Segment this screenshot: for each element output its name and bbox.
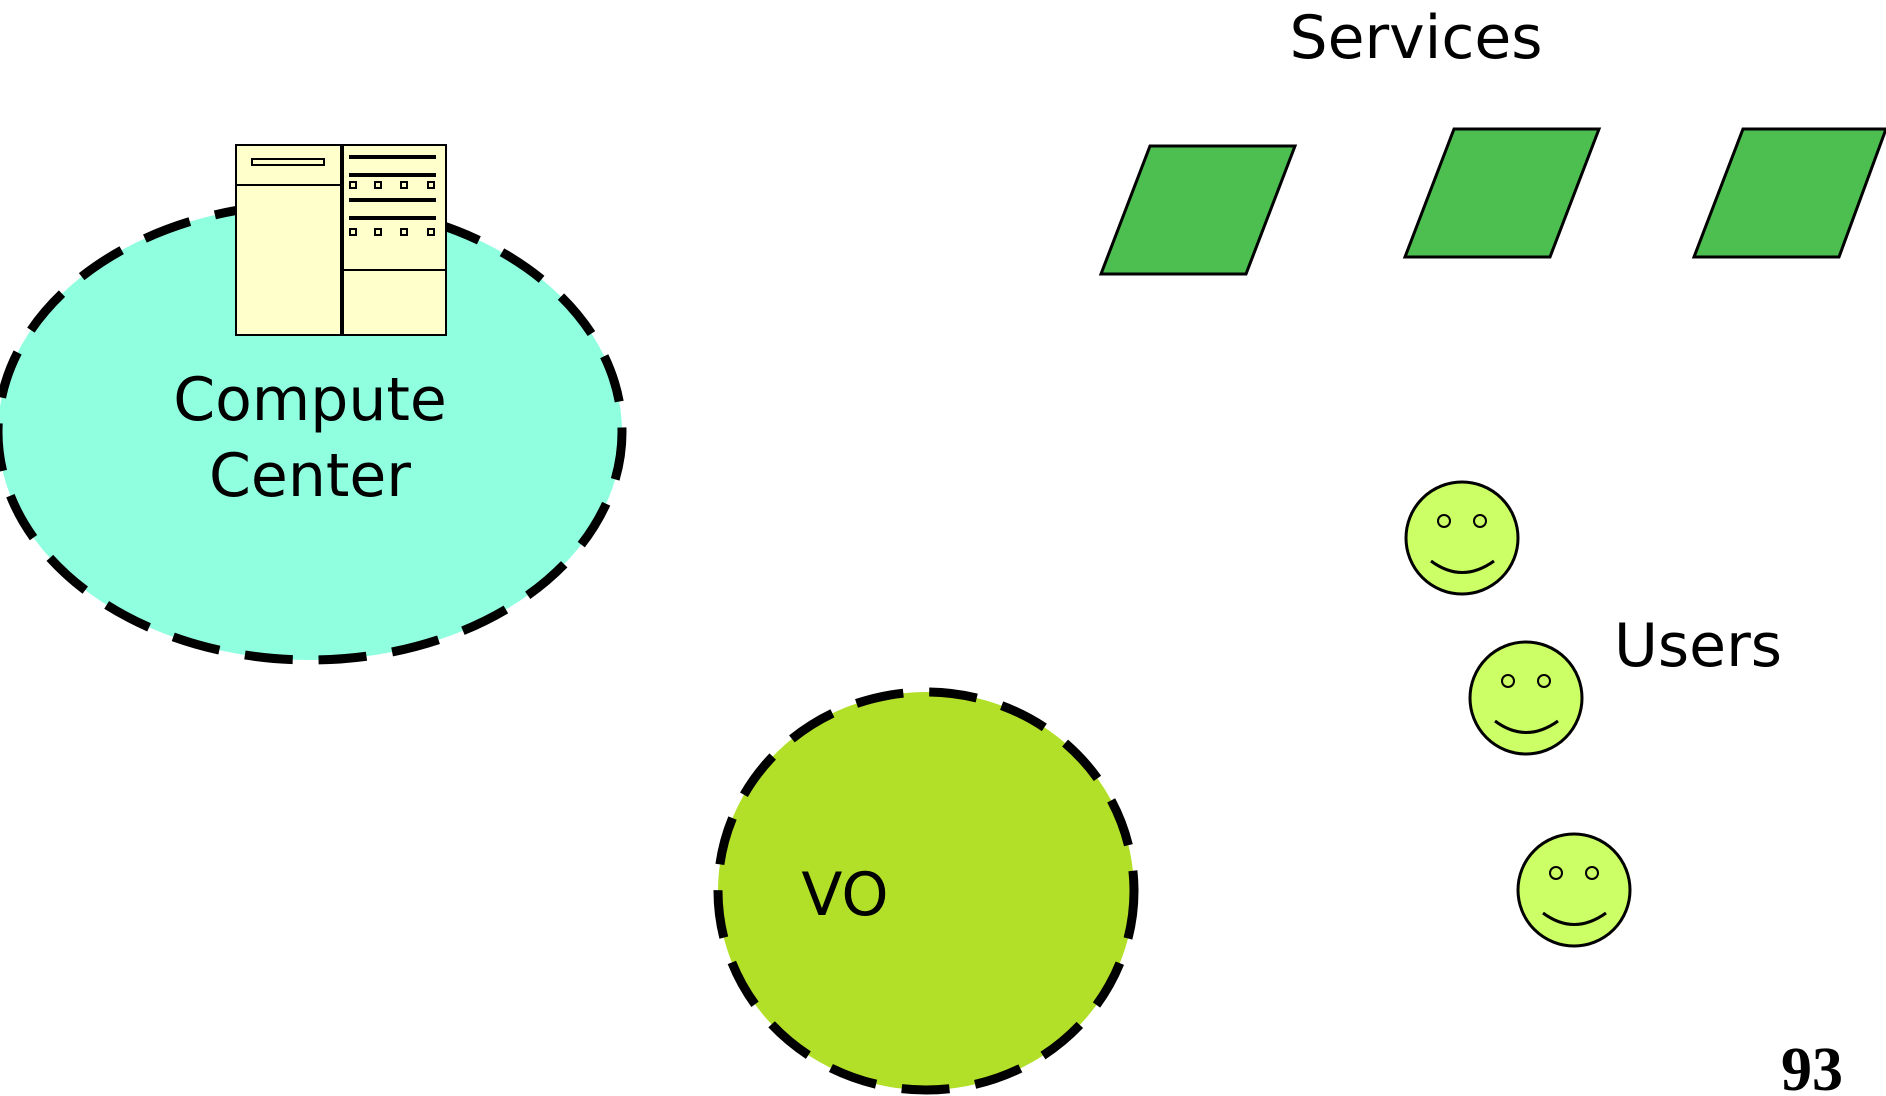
user-icon-2 [1468, 640, 1584, 756]
service-icon-2 [1402, 127, 1602, 259]
user-icon-1 [1404, 480, 1520, 596]
page-number: 93 [1781, 1036, 1843, 1096]
vo-label: VO [801, 860, 888, 930]
service-icon-1 [1098, 144, 1298, 276]
services-group: Services [1098, 3, 1886, 276]
service-icon-3 [1691, 127, 1886, 259]
compute-center-label-line1: Compute [173, 365, 447, 435]
vo-group: VO [713, 687, 1139, 1095]
compute-center-label-line2: Center [209, 441, 411, 511]
vo-circle [713, 687, 1139, 1095]
compute-center-group: Compute Center [0, 144, 627, 665]
users-group: Users [1404, 480, 1782, 948]
server-icon [235, 144, 447, 336]
users-label: Users [1614, 611, 1782, 681]
user-icon-3 [1516, 832, 1632, 948]
services-label: Services [1289, 3, 1542, 73]
